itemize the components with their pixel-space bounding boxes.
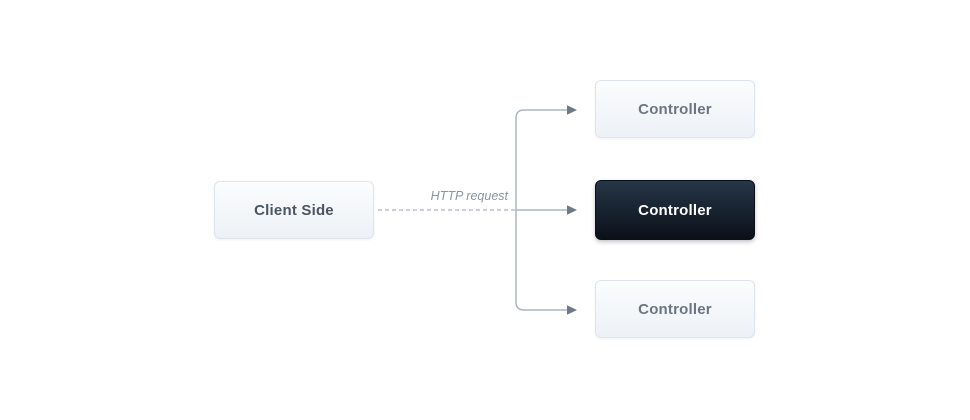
branch-connector bbox=[515, 109, 569, 311]
controller-label: Controller bbox=[638, 300, 712, 318]
controller-box-top: Controller bbox=[595, 80, 755, 138]
arrowhead-top-icon bbox=[567, 105, 577, 115]
controller-box-middle-active: Controller bbox=[595, 180, 755, 240]
controller-box-bottom: Controller bbox=[595, 280, 755, 338]
arrowhead-middle-icon bbox=[567, 205, 577, 215]
controller-label: Controller bbox=[638, 201, 712, 219]
http-request-label: HTTP request bbox=[430, 189, 508, 203]
client-side-label: Client Side bbox=[254, 201, 334, 219]
client-side-box: Client Side bbox=[214, 181, 374, 239]
arrowhead-bottom-icon bbox=[567, 305, 577, 315]
controller-label: Controller bbox=[638, 100, 712, 118]
